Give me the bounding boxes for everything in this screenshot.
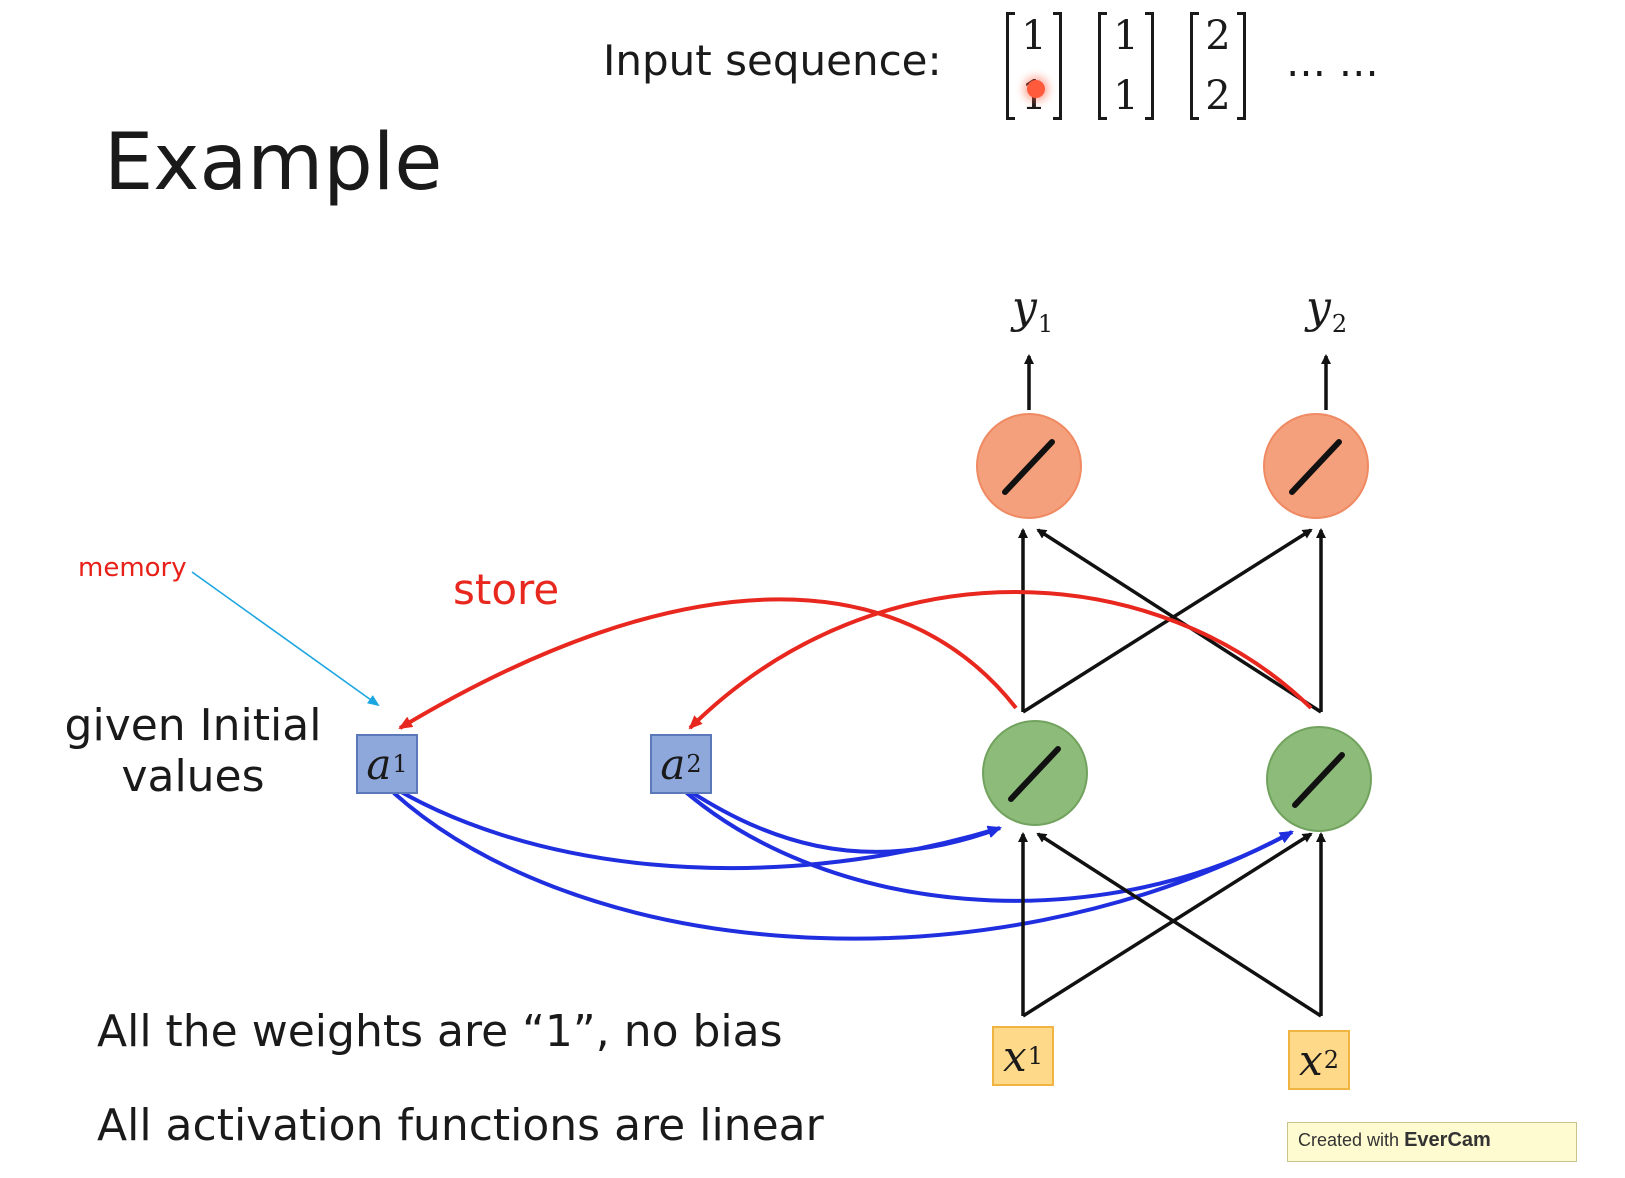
edge-h1-o2 <box>1022 528 1313 714</box>
input-vector-3-top: 2 <box>1205 13 1231 59</box>
recurrent-arrow-a1-h2 <box>376 776 1294 941</box>
memory-pointer-line <box>191 571 380 707</box>
input-vector-2: 1 1 <box>1098 12 1154 120</box>
output-neuron-2-linear-icon <box>1289 439 1342 495</box>
input-vector-3-bottom: 2 <box>1205 73 1231 119</box>
page-title: Example <box>104 118 443 208</box>
memory-annotation: memory <box>78 553 187 583</box>
sequence-ellipsis: … … <box>1286 40 1379 86</box>
store-label: store <box>453 565 560 614</box>
edge-x2-h1 <box>1036 832 1322 1018</box>
output-neuron-1-linear-icon <box>1002 439 1055 495</box>
weights-note: All the weights are “1”, no bias <box>97 1006 783 1057</box>
recurrent-arrow-a2-h2 <box>668 776 1294 903</box>
input-vector-1: 1 1 <box>1006 12 1062 120</box>
store-arrow-h1-a1 <box>398 597 1018 730</box>
hidden-neuron-2-linear-icon <box>1292 752 1345 808</box>
edge-h2-o1 <box>1036 528 1322 714</box>
evercam-badge: Created with EverCam <box>1287 1122 1577 1162</box>
input-vector-2-top: 1 <box>1113 13 1139 59</box>
input-vector-3: 2 2 <box>1190 12 1246 120</box>
activation-note: All activation functions are linear <box>97 1100 824 1151</box>
pointer-cursor-icon <box>1027 80 1045 98</box>
edge-x1-h2 <box>1022 832 1313 1018</box>
recurrent-arrow-a2-h1 <box>668 776 1002 854</box>
store-arrow-h2-a2 <box>688 590 1313 730</box>
input-vector-1-top: 1 <box>1021 13 1047 59</box>
input-sequence-label: Input sequence: <box>603 36 942 85</box>
output-label-y2: y2 <box>1306 282 1348 338</box>
hidden-neuron-1-linear-icon <box>1008 746 1061 802</box>
input-vector-2-bottom: 1 <box>1113 73 1139 119</box>
initial-values-label: given Initial values <box>64 700 322 802</box>
output-label-y1: y1 <box>1012 282 1054 338</box>
